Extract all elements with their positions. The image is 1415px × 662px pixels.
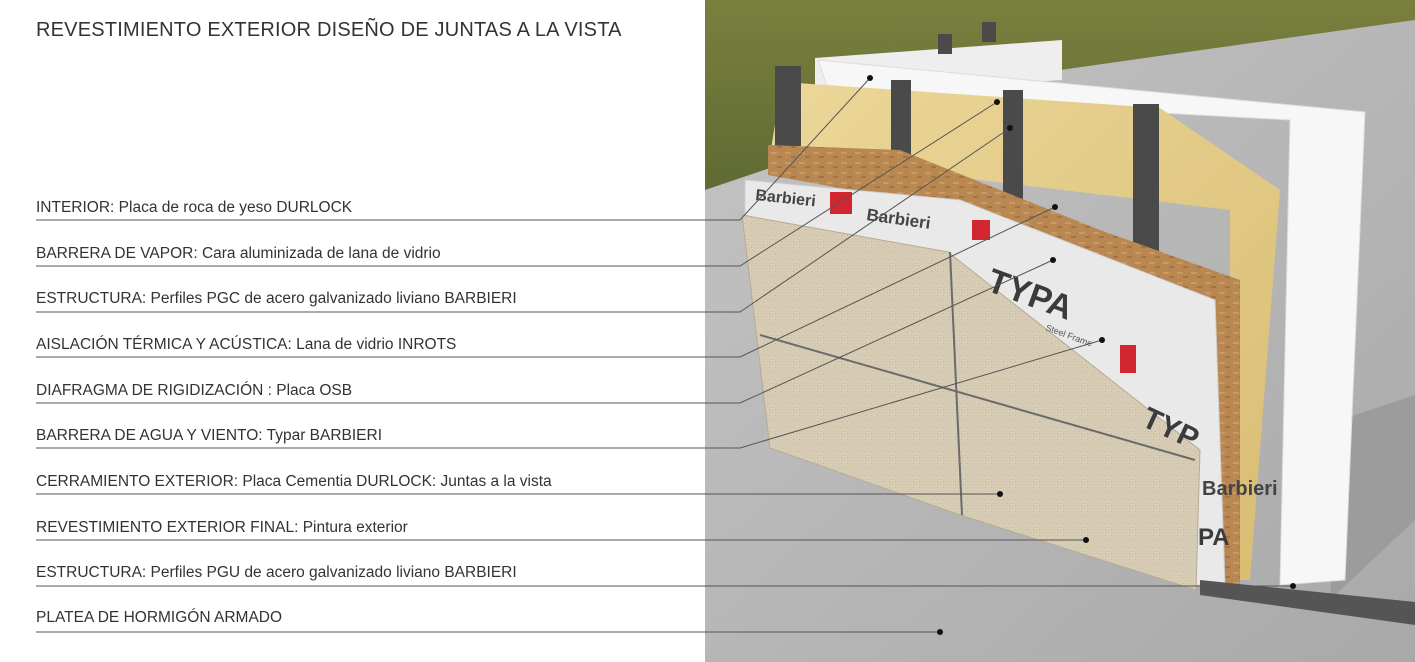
osb-board (768, 145, 1240, 585)
label-concrete-slab: PLATEA DE HORMIGÓN ARMADO (36, 609, 283, 626)
label-interior: INTERIOR: Placa de roca de yeso DURLOCK (36, 199, 353, 216)
pgu-track (1200, 580, 1415, 625)
label-water-wind-barrier: BARRERA DE AGUA Y VIENTO: Typar BARBIERI (36, 427, 383, 444)
cement-board (741, 214, 1201, 591)
label-pgu-structure: ESTRUCTURA: Perfiles PGU de acero galvan… (36, 564, 517, 581)
floor-shadow (1330, 395, 1415, 600)
label-pgc-structure: ESTRUCTURA: Perfiles PGC de acero galvan… (36, 290, 517, 307)
label-final-finish: REVESTIMIENTO EXTERIOR FINAL: Pintura ex… (36, 519, 408, 536)
label-vapor-barrier: BARRERA DE VAPOR: Cara aluminizada de la… (36, 245, 441, 262)
leader-lines (36, 77, 1293, 633)
horizontal-joint (759, 334, 1196, 461)
brand-text-1: Barbieri (755, 187, 817, 210)
label-cement-board: CERRAMIENTO EXTERIOR: Placa Cementia DUR… (36, 473, 552, 490)
side-brand-text: Barbieri (1202, 478, 1278, 500)
label-insulation: AISLACIÓN TÉRMICA Y ACÚSTICA: Lana de vi… (36, 336, 457, 353)
leader-dots (867, 75, 1296, 635)
label-osb-diaphragm: DIAFRAGMA DE RIGIDIZACIÓN : Placa OSB (36, 382, 353, 399)
side-pa-text: PA (1198, 524, 1230, 551)
diagram-title: REVESTIMIENTO EXTERIOR DISEÑO DE JUNTAS … (36, 19, 622, 41)
